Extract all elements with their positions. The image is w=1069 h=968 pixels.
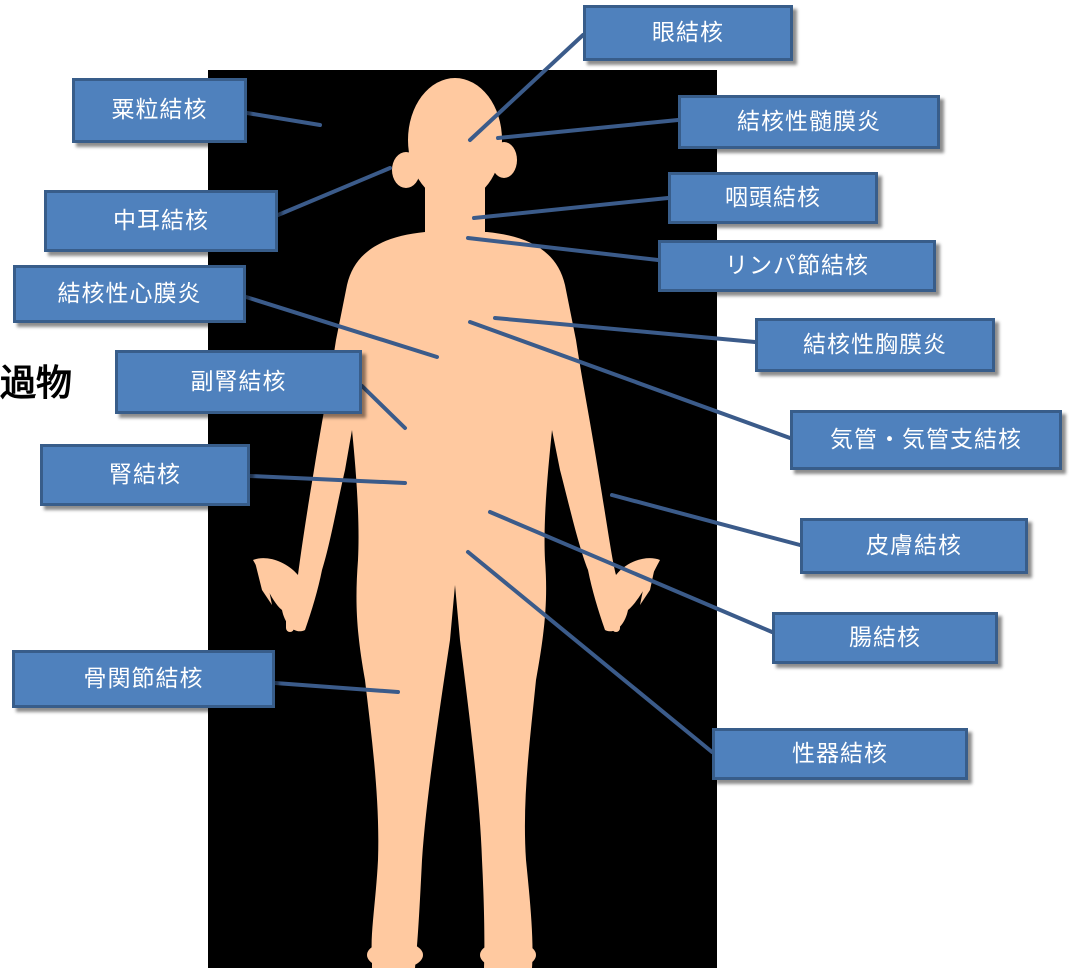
label-pleurisy: 結核性胸膜炎 <box>755 318 995 372</box>
leader-line-pharynx <box>474 198 668 218</box>
leader-line-miliary <box>247 113 320 125</box>
label-genital: 性器結核 <box>712 728 968 780</box>
label-middle-ear: 中耳結核 <box>44 190 278 252</box>
label-kidney: 腎結核 <box>40 444 250 506</box>
human-silhouette <box>253 78 660 968</box>
leader-line-meningitis <box>498 120 678 138</box>
label-miliary: 粟粒結核 <box>72 78 247 143</box>
label-bone-joint: 骨関節結核 <box>12 650 275 708</box>
label-lymph: リンパ節結核 <box>658 240 936 292</box>
label-skin: 皮膚結核 <box>800 518 1028 574</box>
label-meningitis: 結核性髄膜炎 <box>678 95 940 149</box>
label-eye: 眼結核 <box>583 5 793 61</box>
label-pharynx: 咽頭結核 <box>668 172 878 224</box>
leader-line-middle-ear <box>278 168 390 215</box>
stray-text: 過物 <box>0 366 72 402</box>
label-pericarditis: 結核性心膜炎 <box>13 265 246 323</box>
leader-line-eye <box>470 35 583 140</box>
leader-line-skin <box>612 495 800 545</box>
label-intestine: 腸結核 <box>772 612 998 664</box>
label-bronchus: 気管・気管支結核 <box>790 410 1062 470</box>
label-adrenal: 副腎結核 <box>115 350 362 414</box>
